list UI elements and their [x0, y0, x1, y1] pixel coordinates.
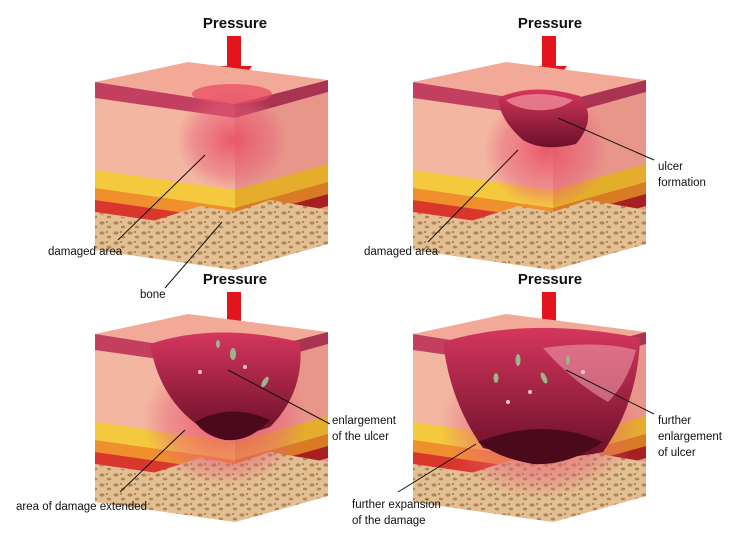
leader-lines-4: [397, 369, 655, 493]
skin-block-3: [95, 314, 328, 522]
label-damaged-area-2: damaged area: [364, 246, 439, 258]
label-further-expansion-line-2: of the damage: [352, 515, 426, 527]
panel-3-title: Pressure: [203, 271, 267, 288]
panel-2: Pressure ulcer formati: [364, 15, 706, 270]
label-enlargement-line-2: of the ulcer: [332, 431, 389, 443]
skin-block-1: [95, 62, 328, 270]
label-enlargement-line-1: enlargement: [332, 415, 397, 427]
panel-4: Pressure: [352, 271, 723, 527]
damaged-area-1: [177, 90, 287, 190]
label-further-expansion-line-1: further expansion: [352, 499, 441, 511]
leader-lines-2: [427, 117, 655, 243]
label-ulcer-formation-line-1: ulcer: [658, 161, 683, 173]
panel-1-title: Pressure: [203, 15, 267, 32]
leader-lines-1: [117, 154, 223, 289]
label-further-enlargement-line-3: of ulcer: [658, 447, 696, 459]
label-ulcer-formation-line-2: formation: [658, 177, 706, 189]
label-damaged-area-1: damaged area: [48, 246, 123, 258]
label-further-enlargement-line-1: further: [658, 415, 691, 427]
skin-block-4: [413, 314, 646, 522]
panel-4-title: Pressure: [518, 271, 582, 288]
panel-2-title: Pressure: [518, 15, 582, 32]
label-further-enlargement-line-2: enlargement: [658, 431, 723, 443]
leader-lines-3: [119, 369, 331, 493]
panel-3: Pressure: [16, 271, 397, 522]
label-area-damage-extended: area of damage extended: [16, 501, 147, 513]
ulcer-3: [150, 332, 301, 435]
label-bone: bone: [140, 289, 166, 301]
skin-block-2: [413, 62, 646, 270]
panel-1: Pressure damaged area bone: [48, 15, 328, 301]
